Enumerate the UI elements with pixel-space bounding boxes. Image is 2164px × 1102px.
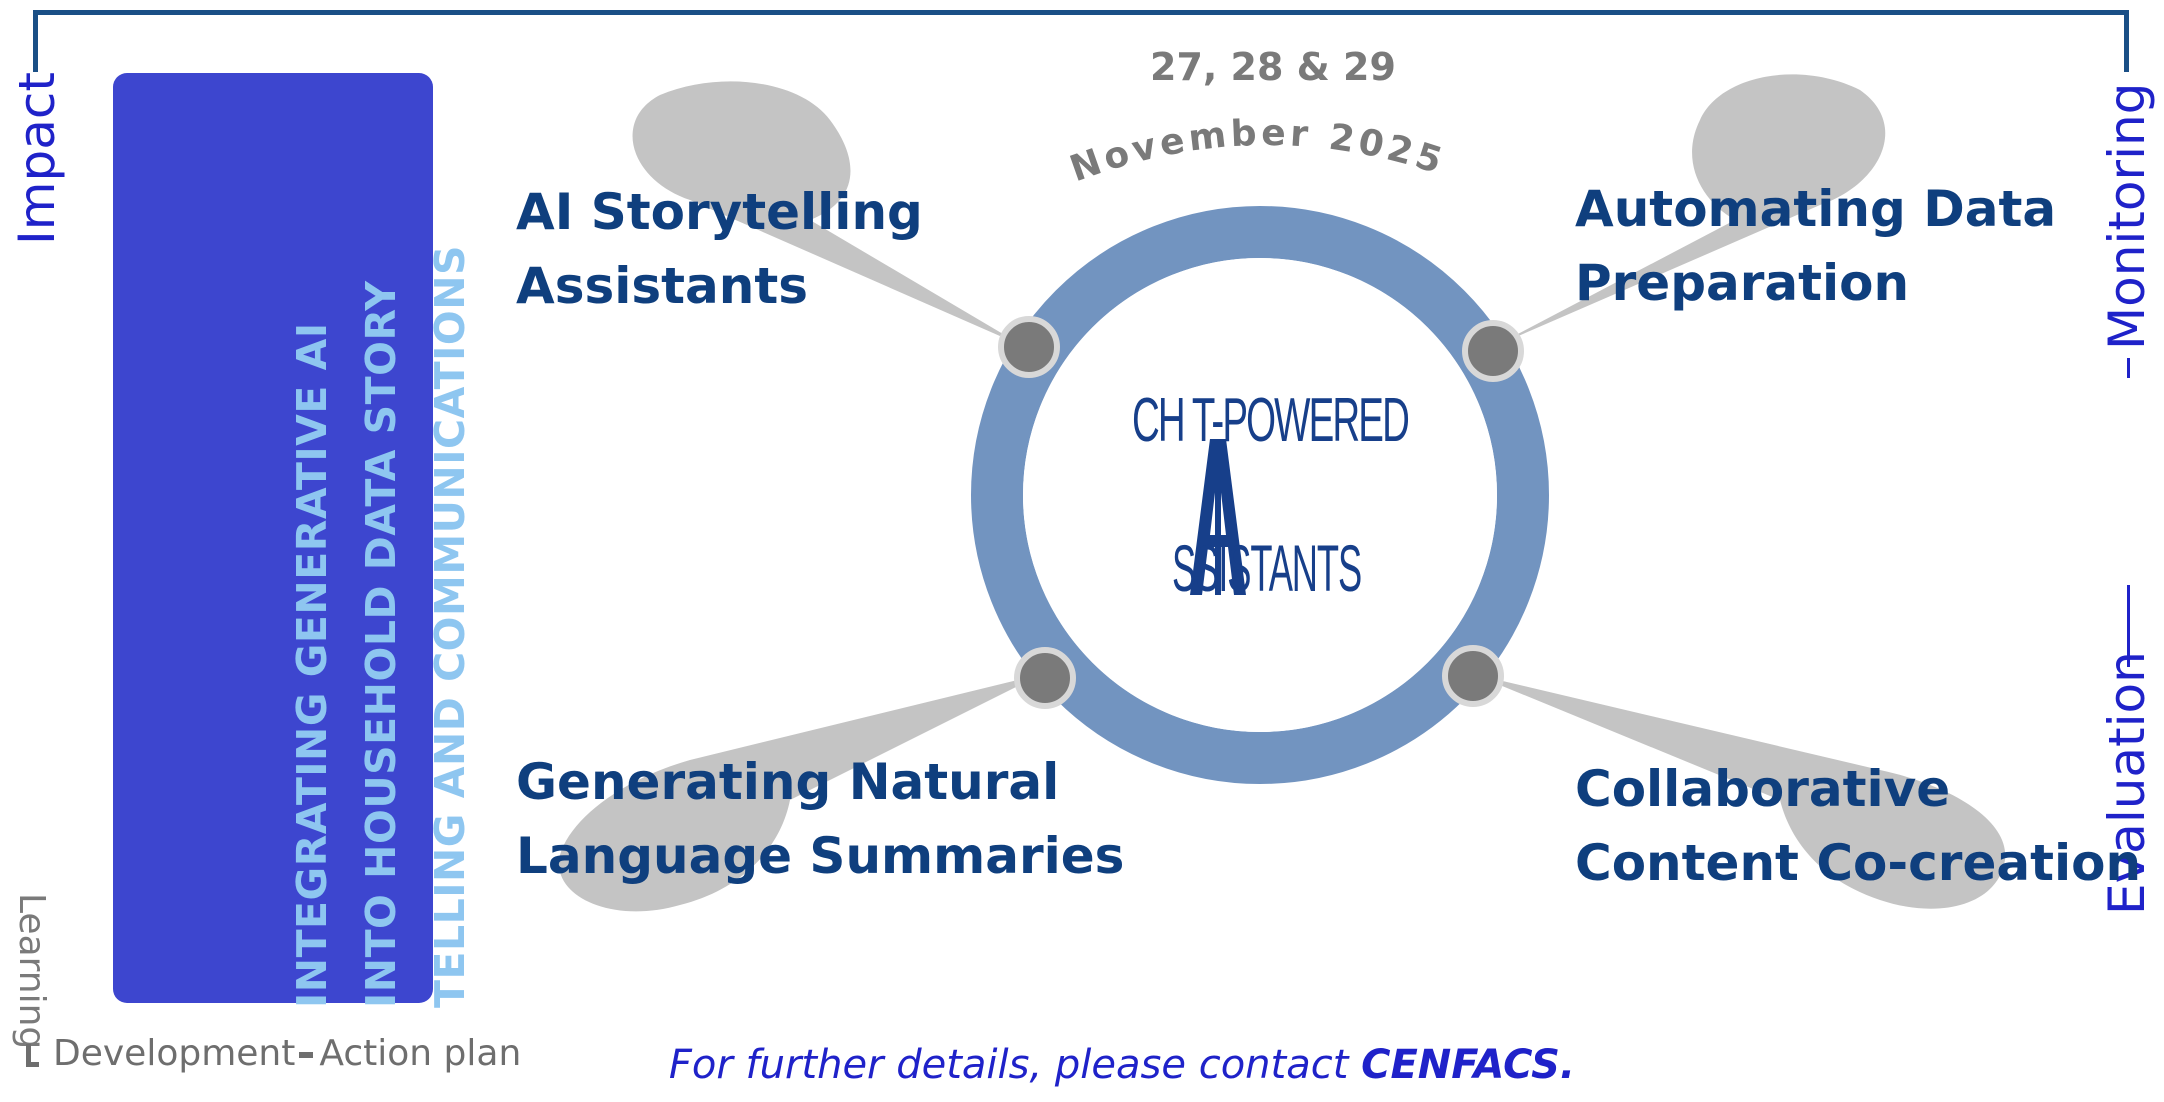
node-bottom-right <box>1442 645 1504 707</box>
development-label: Development <box>53 1033 296 1074</box>
dash-icon <box>299 1052 314 1058</box>
topic-ai-storytelling: AI Storytelling Assistants <box>516 175 923 323</box>
month-year-text: November 2025 <box>1065 113 1446 190</box>
topic-line: Assistants <box>516 257 809 315</box>
topic-line: AI Storytelling <box>516 183 923 241</box>
topic-line: Collaborative <box>1575 760 1951 818</box>
topic-line: Preparation <box>1575 254 1910 312</box>
topic-natural-language: Generating Natural Language Summaries <box>516 745 1124 893</box>
footer-org[interactable]: CENFACS. <box>1361 1042 1576 1088</box>
topic-collaborative-content: Collaborative Content Co-creation <box>1575 752 2141 900</box>
topic-line: Content Co-creation <box>1575 834 2142 892</box>
petal-bottom-left <box>558 674 1042 912</box>
center-title-bottom: SSISTANTS <box>1172 531 1362 605</box>
contact-footer: For further details, please contact CENF… <box>0 1042 2164 1088</box>
topic-line: Generating Natural <box>516 753 1060 811</box>
action-plan-label: Action plan <box>319 1033 522 1074</box>
evaluation-connector <box>2127 585 2130 667</box>
title-banner: INTEGRATING GENERATIVE AI INTO HOUSEHOLD… <box>113 73 474 1008</box>
ai-monogram <box>1190 439 1246 595</box>
monitoring-connector <box>2127 358 2130 378</box>
center-ring <box>971 206 1549 784</box>
petal-bottom-right <box>1473 674 2006 909</box>
event-month-year: November 2025 <box>1065 113 1450 190</box>
frame-left-tick <box>33 10 38 72</box>
frame-right-tick <box>2124 10 2129 72</box>
center-disc <box>1023 258 1497 732</box>
topic-line: Language Summaries <box>516 827 1125 885</box>
svg-text:November 2025: November 2025 <box>1065 113 1450 190</box>
frame-top-line <box>33 10 2129 15</box>
center-title-top: CH T-POWERED <box>1132 386 1410 455</box>
corner-arrow-icon <box>26 1043 39 1067</box>
bottom-legend: Development Action plan <box>26 1033 521 1074</box>
center-title: CH T-POWERED SSISTANTS <box>1090 385 1410 625</box>
node-bottom-left <box>1014 647 1076 709</box>
petal-top-right <box>1493 74 1886 348</box>
event-days: 27, 28 & 29 <box>1150 45 1396 89</box>
footer-text: For further details, please contact <box>668 1042 1362 1088</box>
node-top-left <box>998 316 1060 378</box>
topic-line: Automating Data <box>1575 180 2057 238</box>
topic-automating-data: Automating Data Preparation <box>1575 172 2056 320</box>
petal-top-left <box>632 81 1025 348</box>
node-top-right <box>1462 320 1524 382</box>
